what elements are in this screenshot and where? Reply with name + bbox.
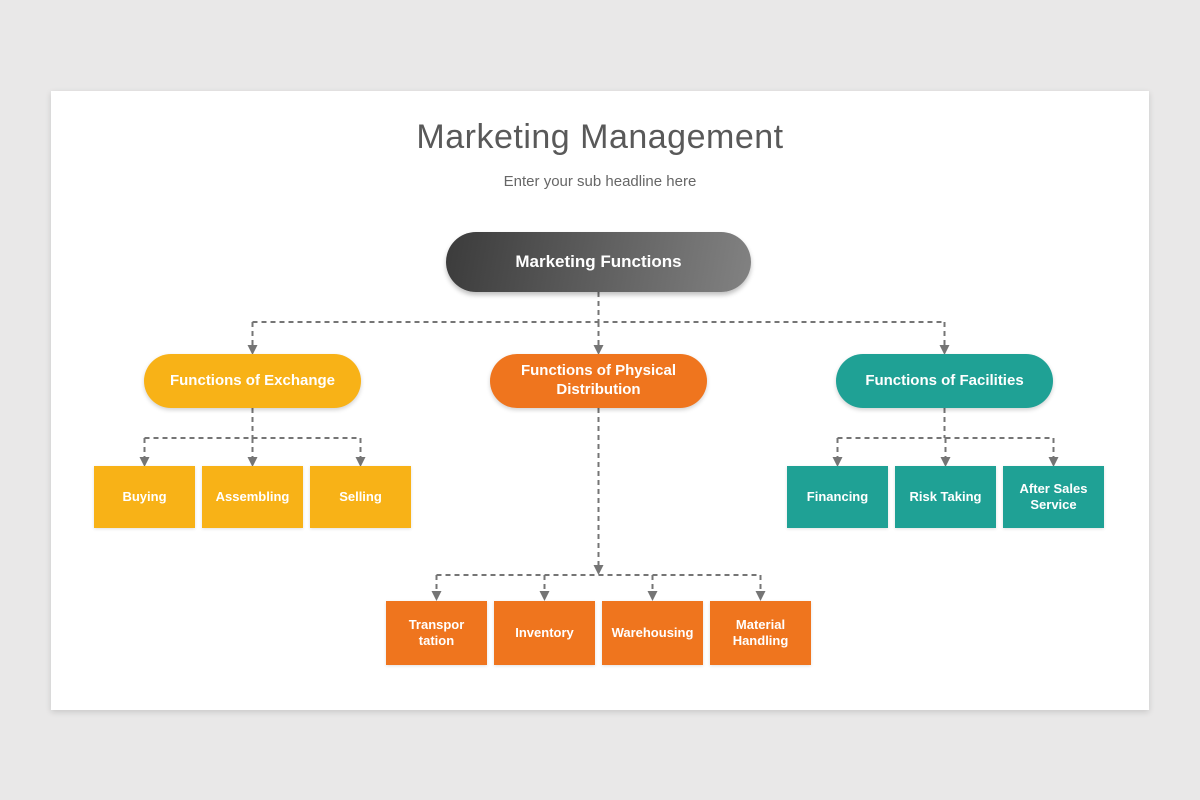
node-label: Financing [806, 488, 869, 504]
node-label: Selling [339, 488, 382, 504]
node-label: Transpor tation [408, 616, 465, 648]
node-label: Risk Taking [909, 488, 982, 504]
node-label: Warehousing [611, 624, 694, 640]
node-warehousing: Warehousing [602, 601, 703, 665]
node-material-handling: Material Handling [710, 601, 811, 665]
node-label: Inventory [515, 624, 574, 640]
node-label: Functions of Facilities [865, 371, 1024, 389]
node-label: Functions of Physical Distribution [520, 362, 677, 398]
node-risk-taking: Risk Taking [895, 466, 996, 528]
node-after-sales-service: After Sales Service [1003, 466, 1104, 528]
node-functions-of-facilities: Functions of Facilities [836, 354, 1053, 408]
node-buying: Buying [94, 466, 195, 528]
page-title: Marketing Management [416, 118, 784, 156]
node-marketing-functions: Marketing Functions [446, 232, 751, 292]
page-subtitle: Enter your sub headline here [503, 173, 697, 190]
node-label: Functions of Exchange [169, 371, 335, 389]
node-label: Material Handling [732, 616, 789, 648]
node-inventory: Inventory [494, 601, 595, 665]
node-financing: Financing [787, 466, 888, 528]
node-label: Buying [122, 488, 167, 504]
node-assembling: Assembling [202, 466, 303, 528]
node-selling: Selling [310, 466, 411, 528]
node-functions-of-physical-distribution: Functions of Physical Distribution [490, 354, 707, 408]
node-label: Assembling [215, 488, 290, 504]
node-transportation: Transpor tation [386, 601, 487, 665]
node-functions-of-exchange: Functions of Exchange [144, 354, 361, 408]
node-label: After Sales Service [1019, 480, 1088, 512]
node-label: Marketing Functions [515, 252, 682, 272]
